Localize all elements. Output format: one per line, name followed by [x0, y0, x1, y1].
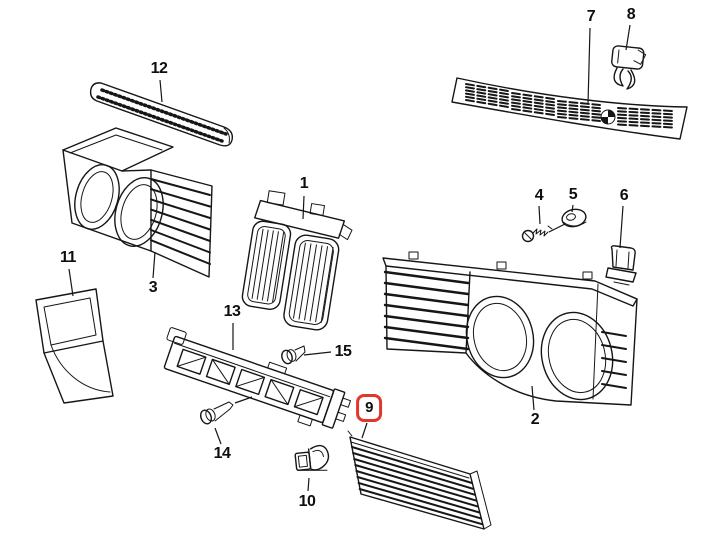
- part-callout-5[interactable]: 5: [568, 186, 578, 203]
- part-callout-15[interactable]: 15: [334, 343, 352, 360]
- part-14-rivet-drawing: [199, 396, 253, 425]
- part-4-screw-drawing: [521, 225, 553, 243]
- part-10-clip-drawing: [294, 444, 330, 471]
- part-7-vent-grille-drawing: [451, 77, 688, 140]
- part-callout-7[interactable]: 7: [586, 8, 596, 25]
- part-callout-13[interactable]: 13: [223, 303, 241, 320]
- part-15-screw-drawing: [281, 345, 306, 365]
- part-callout-12[interactable]: 12: [150, 60, 168, 77]
- part-6-clip-drawing: [605, 245, 637, 286]
- part-8-clip-drawing: [611, 45, 647, 90]
- part-2-right-grille-drawing: [382, 251, 638, 406]
- part-3-left-grille-drawing: [62, 127, 213, 278]
- roundel-emblem-icon: [600, 109, 616, 125]
- part-callout-1[interactable]: 1: [299, 175, 309, 192]
- part-callout-6[interactable]: 6: [619, 187, 629, 204]
- part-9-lower-grille-drawing: [347, 430, 492, 530]
- part-1-kidney-grille-drawing: [241, 190, 353, 331]
- part-callout-10[interactable]: 10: [298, 493, 316, 510]
- part-callout-9-highlighted[interactable]: 9: [356, 394, 382, 422]
- part-callout-4[interactable]: 4: [534, 187, 544, 204]
- part-11-air-duct-drawing: [35, 288, 114, 404]
- part-callout-2[interactable]: 2: [530, 411, 540, 428]
- part-callout-8[interactable]: 8: [626, 6, 636, 23]
- part-callout-11[interactable]: 11: [60, 249, 76, 266]
- part-12-trim-strip-drawing: [89, 82, 234, 147]
- part-13-valance-panel-drawing: [163, 327, 352, 429]
- leader-lines: [68, 24, 631, 492]
- part-callout-3[interactable]: 3: [148, 279, 158, 296]
- part-5-grommet-drawing: [548, 208, 587, 233]
- part-callout-14[interactable]: 14: [213, 445, 231, 462]
